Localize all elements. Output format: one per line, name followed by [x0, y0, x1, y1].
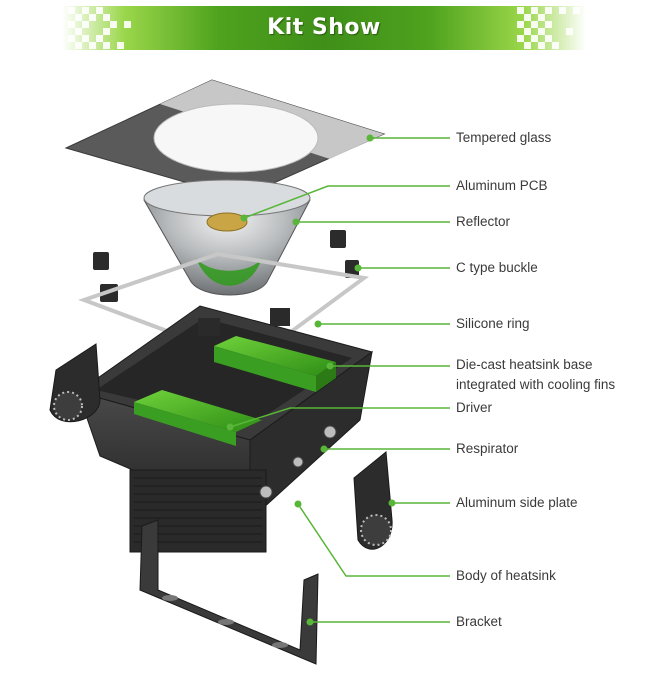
label-silicone-ring: Silicone ring	[456, 314, 530, 334]
label-reflector: Reflector	[456, 212, 510, 232]
label-c-type-buckle: C type buckle	[456, 258, 538, 278]
label-body-of-heatsink: Body of heatsink	[456, 566, 556, 586]
label-die-cast-base: Die-cast heatsink base	[456, 355, 593, 375]
label-respirator: Respirator	[456, 439, 518, 459]
label-tempered-glass: Tempered glass	[456, 128, 551, 148]
label-aluminum-pcb: Aluminum PCB	[456, 176, 548, 196]
reflector	[144, 180, 310, 295]
label-driver: Driver	[456, 398, 492, 418]
label-aluminum-side-plate: Aluminum side plate	[456, 493, 578, 513]
label-die-cast-base-line2: integrated with cooling fins	[456, 375, 615, 395]
aluminum-side-plate	[354, 452, 392, 549]
aluminum-pcb	[207, 213, 247, 231]
label-bracket: Bracket	[456, 612, 502, 632]
left-side-plate	[50, 344, 100, 422]
